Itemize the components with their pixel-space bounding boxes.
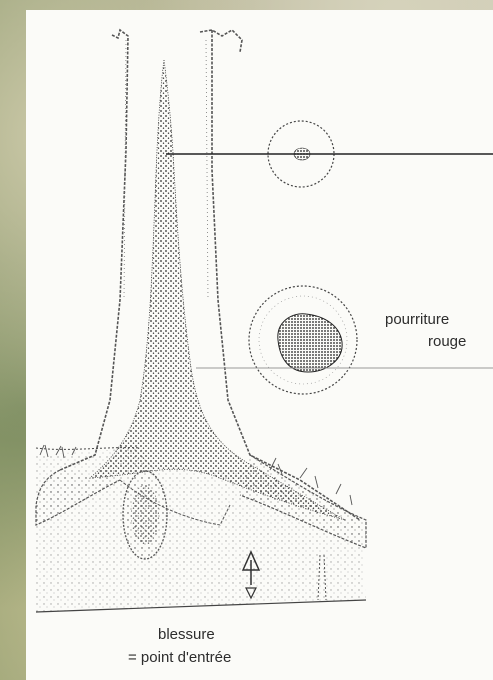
wound-label-line2: = point d'entrée [128, 649, 231, 667]
cross-section-lower [249, 286, 357, 394]
wound-label-line1: blessure [158, 626, 215, 644]
rot-label-line2: rouge [428, 333, 466, 351]
wound-entry [123, 471, 167, 559]
ground [36, 448, 366, 612]
rot-label-line1: pourriture [385, 311, 449, 329]
red-rot-column [90, 60, 345, 520]
